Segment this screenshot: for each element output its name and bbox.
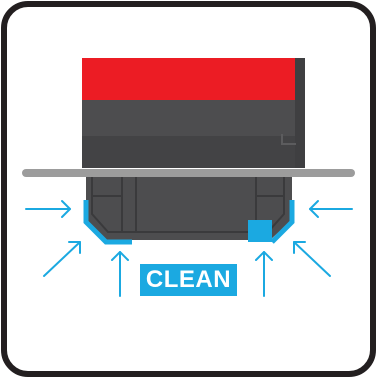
arrow-diagonal-up-left-icon <box>293 241 331 277</box>
device-lower-body <box>86 170 292 240</box>
device-red-band <box>82 58 295 100</box>
device-lower-outline <box>91 176 285 233</box>
sensor-window <box>248 220 272 242</box>
arrow-right-icon <box>25 200 71 218</box>
arrow-diagonal-up-right-icon <box>43 241 81 277</box>
device-edge-strip <box>295 58 305 168</box>
sensor-edge-right <box>270 200 295 244</box>
device-edge-notch <box>281 134 296 145</box>
arrow-up-icon <box>255 251 273 297</box>
mounting-rail <box>22 169 355 177</box>
arrow-left-icon <box>309 200 353 218</box>
device-upper-shadow <box>82 136 305 168</box>
sensor-edge-left <box>83 200 132 245</box>
clean-badge-bg <box>140 264 237 296</box>
arrow-up-icon <box>111 251 129 297</box>
clean-badge-label: CLEAN <box>145 266 232 293</box>
